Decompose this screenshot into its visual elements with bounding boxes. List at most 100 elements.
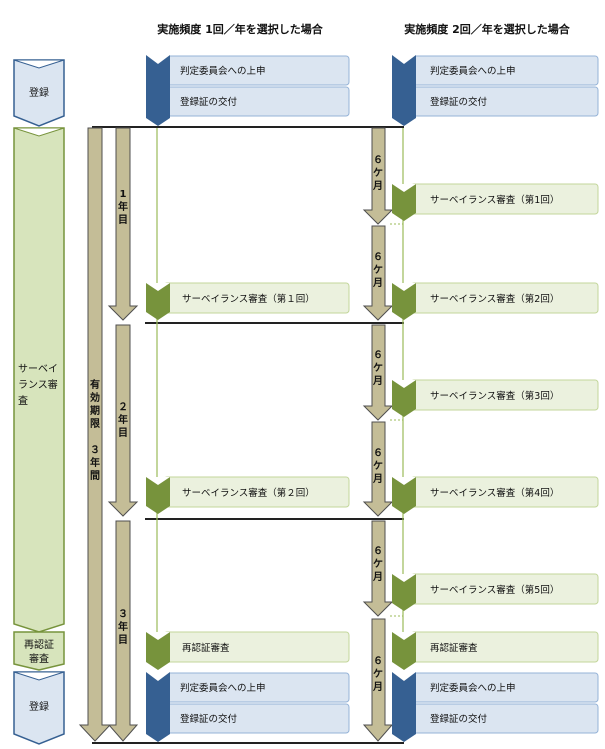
year-1-char-3: 目 bbox=[118, 214, 128, 226]
once-top-certificate-label: 登録証の交付 bbox=[180, 96, 238, 108]
six-month-4-char-1: ６ bbox=[373, 447, 383, 459]
twice-surveillance-3-box: サーベイランス審査（第3回） bbox=[410, 379, 599, 411]
twice-surveillance-3-chevron bbox=[392, 380, 416, 417]
once-bottom-chevron-notch bbox=[146, 672, 170, 681]
once-top-chevron-notch bbox=[146, 55, 170, 64]
six-month-4-char-2: ケ bbox=[373, 460, 383, 472]
six-month-6-char-1: ６ bbox=[373, 655, 383, 667]
header-twice-per-year: 実施頻度 2回／年を選択した場合 bbox=[404, 22, 570, 36]
six-month-5-char-2: ケ bbox=[373, 558, 383, 570]
once-surveillance-2-chevron bbox=[146, 477, 170, 514]
once-surveillance-1-chevron bbox=[146, 283, 170, 320]
twice-bottom-chevron-notch bbox=[392, 672, 416, 681]
once-top-report-box: 判定委員会への上申 bbox=[163, 55, 350, 86]
once-bottom-certificate-label: 登録証の交付 bbox=[180, 713, 238, 725]
twice-bottom-certificate-label: 登録証の交付 bbox=[430, 713, 488, 725]
once-recert-label: 再認証審査 bbox=[182, 642, 230, 654]
once-bottom-certificate-box: 登録証の交付 bbox=[163, 703, 350, 734]
twice-surveillance-4-chevron bbox=[392, 477, 416, 514]
year-1-char-2: 年 bbox=[118, 200, 128, 213]
six-month-6-char-3: 月 bbox=[372, 681, 383, 693]
year-3-char-3: 目 bbox=[118, 634, 128, 646]
six-month-5-char-3: 月 bbox=[372, 571, 383, 583]
twice-surveillance-3-notch bbox=[392, 380, 416, 388]
validity-char-1: 有 bbox=[90, 378, 100, 391]
once-top-report-label: 判定委員会への上申 bbox=[180, 65, 266, 77]
twice-top-certificate-box: 登録証の交付 bbox=[410, 86, 599, 117]
once-surveillance-2-box: サーベイランス審査（第２回） bbox=[163, 476, 350, 508]
once-surveillance-1-box: サーベイランス審査（第１回） bbox=[163, 282, 350, 314]
validity-arrow: 有 効 期 限 ３ 年 間 bbox=[78, 127, 112, 742]
six-month-1-char-3: 月 bbox=[372, 180, 383, 192]
once-surveillance-2-label: サーベイランス審査（第２回） bbox=[182, 487, 315, 499]
twice-surveillance-5-box: サーベイランス審査（第5回） bbox=[410, 573, 599, 605]
six-month-arrow-6: ６ ケ 月 bbox=[362, 618, 394, 742]
six-month-3-char-2: ケ bbox=[373, 362, 383, 374]
six-month-4-char-3: 月 bbox=[372, 473, 383, 485]
year-3-char-1: ３ bbox=[118, 608, 128, 620]
once-bottom-report-label: 判定委員会への上申 bbox=[180, 682, 266, 694]
six-month-arrow-3: ６ ケ 月 bbox=[362, 324, 394, 421]
phase-registration-top-label: 登録 bbox=[29, 86, 49, 99]
twice-surveillance-2-label: サーベイランス審査（第2回） bbox=[430, 293, 559, 305]
once-surveillance-1-notch bbox=[146, 283, 170, 291]
twice-surveillance-1-label: サーベイランス審査（第1回） bbox=[430, 194, 559, 206]
six-month-arrow-5: ６ ケ 月 bbox=[362, 520, 394, 617]
phase-surveillance-label-3: 査 bbox=[18, 394, 28, 407]
once-recert-chevron bbox=[146, 632, 170, 670]
twice-top-chevron bbox=[392, 55, 416, 126]
validity-char-8: 間 bbox=[90, 470, 100, 482]
year-2-char-3: 目 bbox=[118, 427, 128, 439]
header-once-per-year: 実施頻度 1回／年を選択した場合 bbox=[157, 22, 323, 36]
phase-registration-bottom: 登録 bbox=[13, 671, 65, 745]
year-2-char-1: ２ bbox=[118, 401, 128, 413]
twice-top-report-label: 判定委員会への上申 bbox=[430, 65, 516, 77]
once-top-certificate-box: 登録証の交付 bbox=[163, 86, 350, 117]
once-top-chevron bbox=[146, 55, 170, 126]
six-month-2-char-1: ６ bbox=[373, 251, 383, 263]
twice-bottom-chevron bbox=[392, 672, 416, 742]
six-month-2-char-3: 月 bbox=[372, 277, 383, 289]
twice-bottom-report-box: 判定委員会への上申 bbox=[410, 672, 599, 703]
once-bottom-report-box: 判定委員会への上申 bbox=[163, 672, 350, 703]
phase-recert-label-2: 審査 bbox=[29, 652, 49, 665]
twice-bottom-certificate-box: 登録証の交付 bbox=[410, 703, 599, 734]
six-month-3-char-3: 月 bbox=[372, 375, 383, 387]
phase-surveillance: サーベイ ランス審 査 bbox=[13, 127, 65, 633]
twice-recert-chevron bbox=[392, 632, 416, 670]
once-recert-notch bbox=[146, 632, 170, 640]
twice-surveillance-2-chevron bbox=[392, 283, 416, 320]
once-bottom-chevron bbox=[146, 672, 170, 742]
phase-recert-label-1: 再認証 bbox=[24, 638, 54, 651]
year-1-arrow: 1 年 目 bbox=[107, 127, 139, 321]
twice-surveillance-1-box: サーベイランス審査（第1回） bbox=[410, 183, 599, 215]
once-surveillance-2-notch bbox=[146, 477, 170, 485]
phase-registration-top: 登録 bbox=[13, 59, 65, 127]
six-month-1-char-2: ケ bbox=[373, 167, 383, 179]
once-recert-box: 再認証審査 bbox=[163, 631, 350, 663]
six-month-arrow-1: ６ ケ 月 bbox=[362, 127, 394, 225]
validity-char-3: 期 bbox=[90, 404, 100, 417]
twice-recert-box: 再認証審査 bbox=[410, 631, 599, 663]
phase-surveillance-label-2: ランス審 bbox=[18, 378, 58, 391]
twice-recert-notch bbox=[392, 632, 416, 640]
year-2-arrow: ２ 年 目 bbox=[107, 324, 139, 517]
six-month-arrow-2: ６ ケ 月 bbox=[362, 225, 394, 321]
twice-surveillance-2-notch bbox=[392, 283, 416, 291]
twice-surveillance-5-chevron bbox=[392, 574, 416, 611]
year-2-char-2: 年 bbox=[118, 413, 128, 426]
twice-surveillance-1-notch bbox=[392, 184, 416, 192]
six-month-1-char-1: ６ bbox=[373, 154, 383, 166]
year-1-char-1: 1 bbox=[120, 189, 127, 200]
twice-surveillance-5-notch bbox=[392, 574, 416, 582]
six-month-5-char-1: ６ bbox=[373, 545, 383, 557]
twice-top-certificate-label: 登録証の交付 bbox=[430, 96, 488, 108]
twice-surveillance-4-label: サーベイランス審査（第4回） bbox=[430, 487, 559, 499]
phase-surveillance-label-1: サーベイ bbox=[18, 363, 58, 375]
once-surveillance-1-label: サーベイランス審査（第１回） bbox=[182, 293, 315, 305]
twice-surveillance-5-label: サーベイランス審査（第5回） bbox=[430, 584, 559, 596]
twice-surveillance-4-notch bbox=[392, 477, 416, 485]
twice-surveillance-4-box: サーベイランス審査（第4回） bbox=[410, 476, 599, 508]
validity-char-4: 限 bbox=[90, 418, 101, 430]
